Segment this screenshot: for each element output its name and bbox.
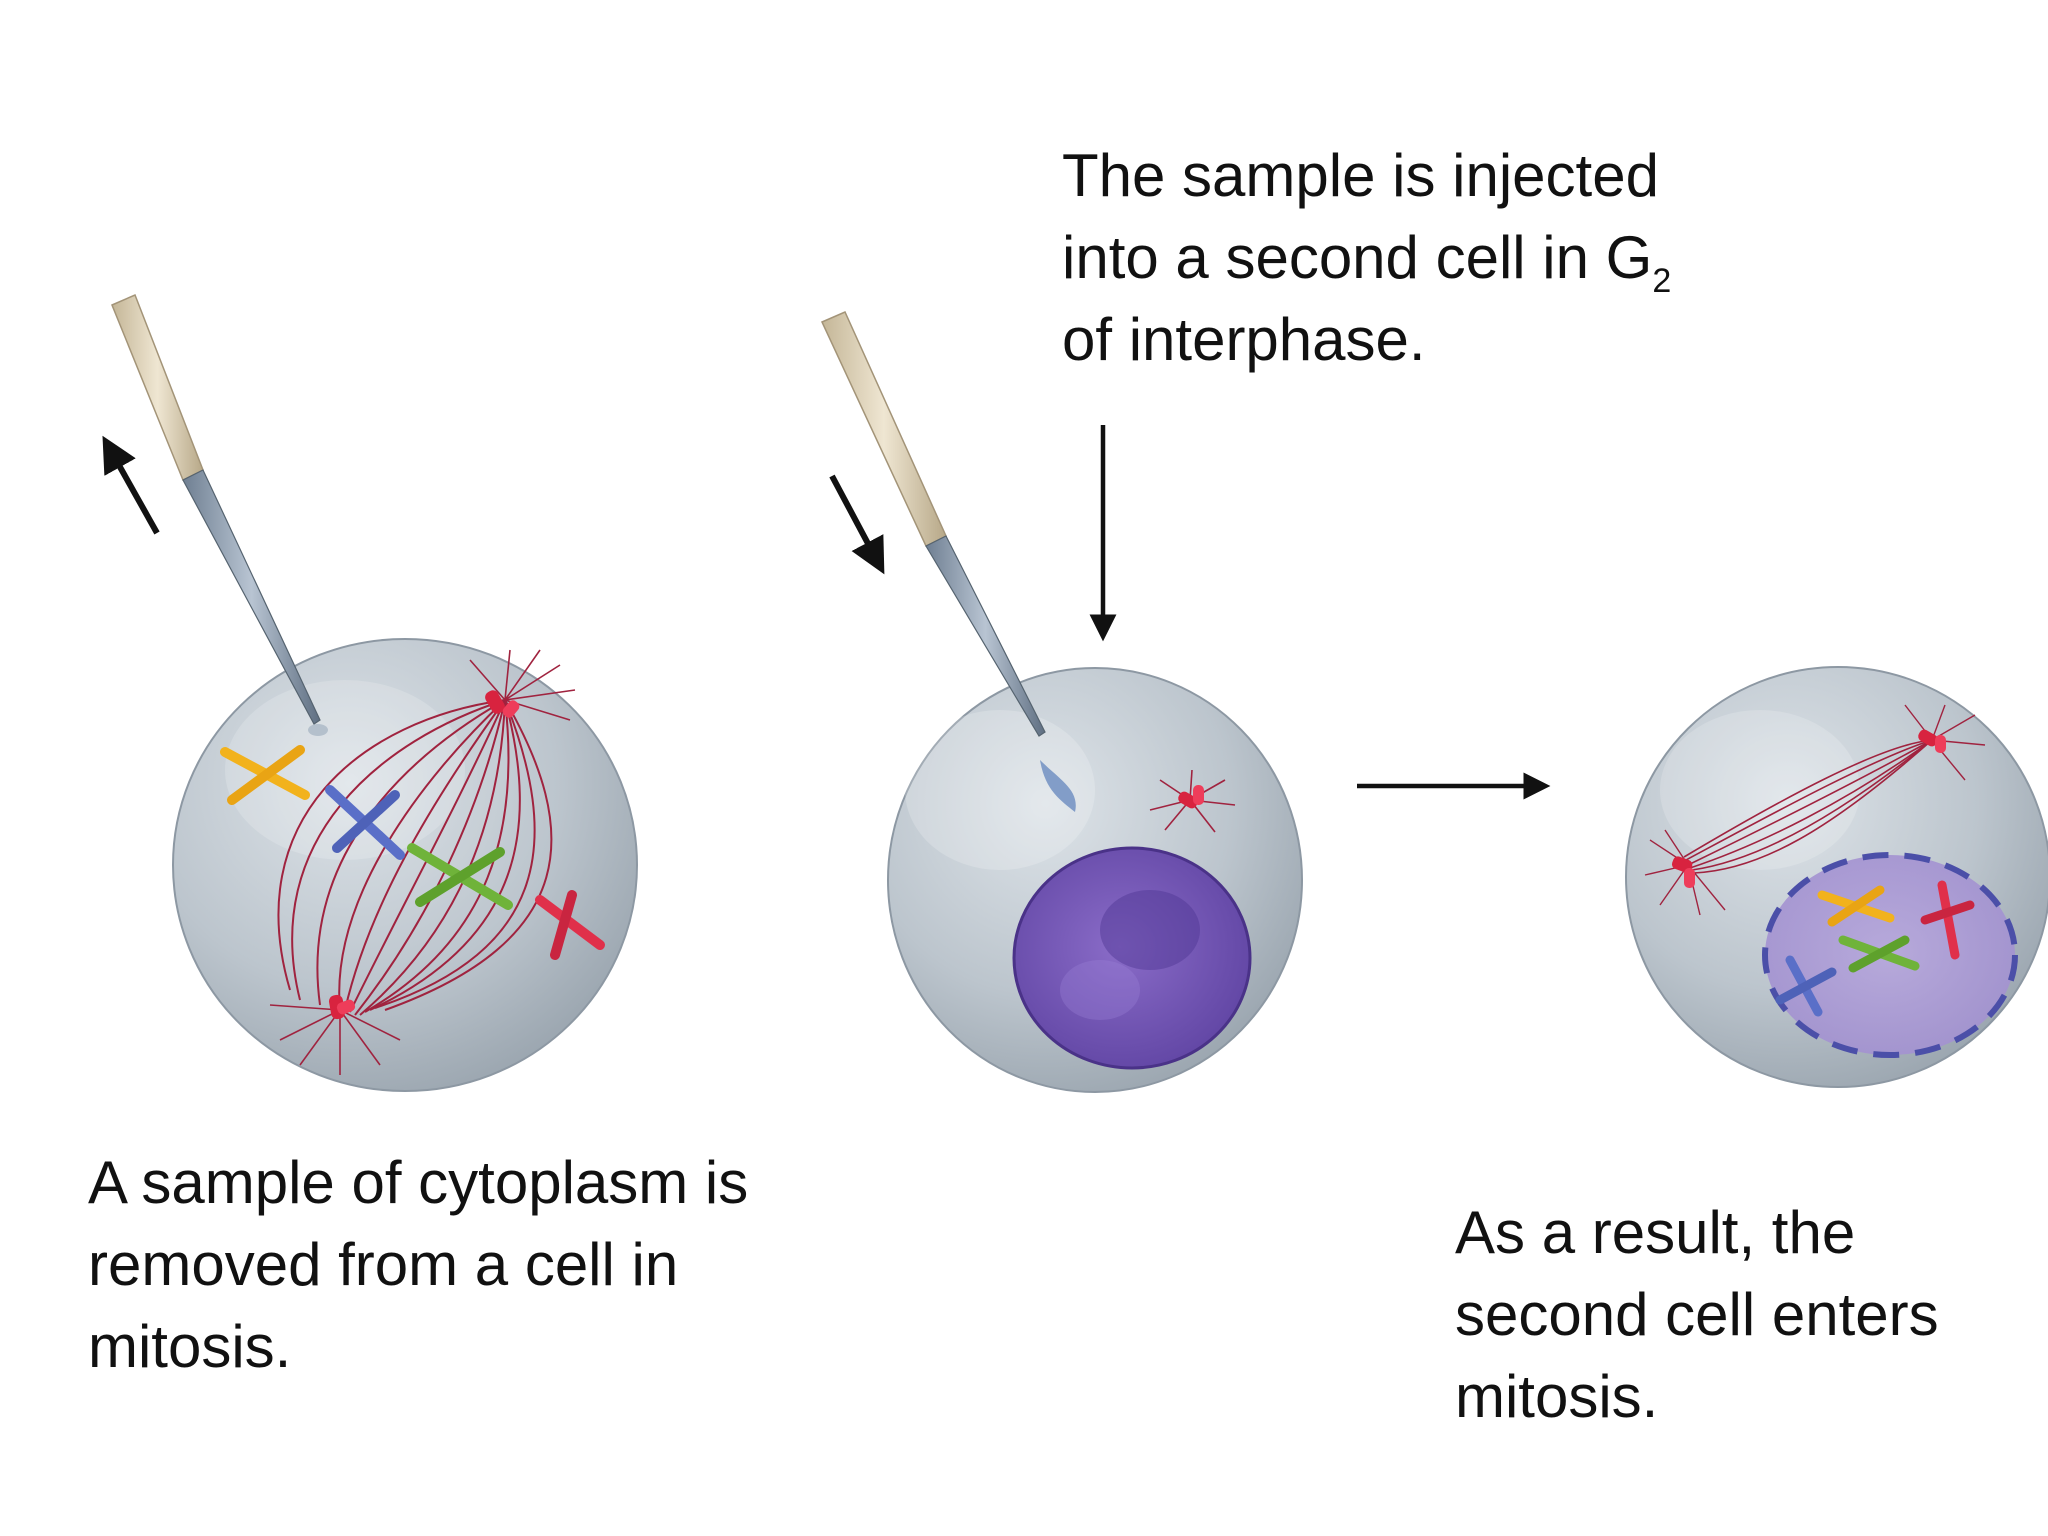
g2-subscript: 2 [1652,262,1672,300]
removal-caption: A sample of cytoplasm is removed from a … [88,1142,748,1388]
injected-sample [1040,760,1076,812]
centrosome-icon [1671,856,1695,888]
cell-highlight [1660,710,1860,870]
result-caption-line2: second cell enters [1455,1281,1939,1348]
inject-arrow [829,474,885,575]
injection-caption-line1: The sample is injected [1062,142,1659,209]
injection-caption-line2: into a second cell in G2 [1062,217,1671,299]
cell-highlight [905,710,1095,870]
chromosome-icon [325,785,405,860]
mitotic-donor-cell [102,294,638,1092]
aster-rays-bottom [269,1004,401,1075]
g2-recipient-cell [820,311,1303,1093]
removal-caption-line1: A sample of cytoplasm is [88,1149,749,1216]
centrosome-icon [485,690,520,718]
removal-caption-line2: removed from a cell in [88,1231,679,1298]
chromosome-icon [1920,880,1975,960]
micropipette-icon [820,311,1046,737]
result-caption: As a result, the second cell enters mito… [1455,1192,1939,1438]
chromosome-icon [1775,955,1837,1017]
removal-caption-line3: mitosis. [88,1313,292,1380]
injection-caption-line3: of interphase. [1062,306,1426,373]
withdraw-arrow [102,435,160,535]
chromosome-icon [1817,885,1895,927]
nuclear-envelope-icon [1762,852,2018,1058]
centrosome-icon [1918,729,1946,753]
centrosome-icon [1149,769,1236,833]
nucleus [1012,846,1252,1070]
chromosome-icon [407,843,513,910]
spindle-fibers [1683,739,1933,874]
chromosome-icon [1838,935,1920,973]
injection-caption: The sample is injected into a second cel… [1062,135,1671,381]
chromosome-icon [220,745,310,805]
result-caption-line1: As a result, the [1455,1199,1856,1266]
second-cell-entering-mitosis [1625,666,2048,1088]
injection-caption-line2-text: into a second cell in G [1062,224,1653,291]
centrosome-icon [328,994,356,1020]
micropipette-icon [111,294,328,736]
chromosome-icon [535,890,605,960]
result-caption-line3: mitosis. [1455,1363,1659,1430]
